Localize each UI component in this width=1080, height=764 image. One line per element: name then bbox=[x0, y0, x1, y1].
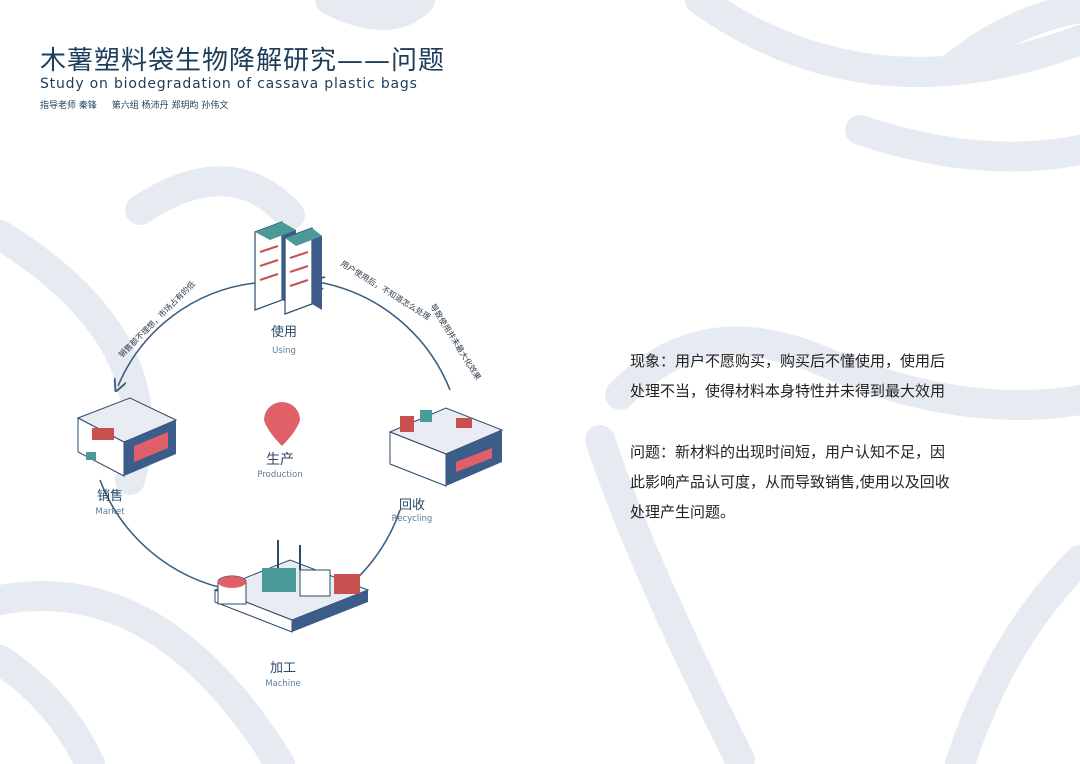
phenomenon-paragraph: 现象：用户不愿购买，购买后不懂使用，使用后 处理不当，使得材料本身特性并未得到最… bbox=[630, 346, 1010, 406]
node-sublabel-using: Using bbox=[272, 346, 296, 356]
node-label-market: 销售 bbox=[97, 488, 123, 504]
page-subtitle: Study on biodegradation of cassava plast… bbox=[40, 76, 418, 92]
store-icon bbox=[76, 397, 178, 477]
node-label-recycling: 回收 bbox=[399, 498, 425, 513]
phenomenon-line: 现象：用户不愿购买，购买后不懂使用，使用后 bbox=[630, 352, 946, 370]
arc-label-right-1: 用户使用后，不知道怎么处理 bbox=[339, 258, 432, 322]
arc-market-to-machine bbox=[99, 479, 233, 591]
recycling-facility-icon bbox=[388, 407, 504, 487]
phenomenon-line: 处理不当，使得材料本身特性并未得到最大效用 bbox=[630, 382, 946, 400]
arc-label-right-2: 导致使用并未最大化效果 bbox=[428, 302, 483, 382]
node-sublabel-machine: Machine bbox=[265, 679, 301, 689]
cycle-ring bbox=[99, 282, 451, 601]
problem-line: 处理产生问题。 bbox=[630, 503, 736, 521]
center-sublabel: Production bbox=[257, 470, 302, 480]
problem-paragraph: 问题：新材料的出现时间短，用户认知不足，因 此影响产品认可度，从而导致销售,使用… bbox=[630, 437, 1010, 527]
center-label: 生产 bbox=[266, 452, 294, 468]
group-credit: 第六组 杨沛丹 郑玥昀 孙伟文 bbox=[111, 101, 229, 111]
credits: 指导老师 秦锋 第六组 杨沛丹 郑玥昀 孙伟文 bbox=[40, 98, 228, 111]
node-sublabel-recycling: Recycling bbox=[392, 514, 433, 524]
node-label-using: 使用 bbox=[271, 324, 297, 340]
problem-line: 问题：新材料的出现时间短，用户认知不足，因 bbox=[630, 443, 946, 461]
node-label-machine: 加工 bbox=[270, 661, 296, 676]
problem-line: 此影响产品认可度，从而导致销售,使用以及回收 bbox=[630, 473, 950, 491]
building-icon bbox=[254, 221, 322, 315]
node-sublabel-market: Market bbox=[95, 507, 125, 517]
arc-label-left: 销售额不理想，市场占有的低 bbox=[116, 279, 197, 360]
arrow-using-to-market bbox=[118, 282, 256, 386]
page-title: 木薯塑料袋生物降解研究——问题 bbox=[40, 46, 446, 76]
arrow-recycling-to-using bbox=[318, 282, 451, 391]
advisor-credit: 指导老师 秦锋 bbox=[40, 101, 97, 111]
factory-icon bbox=[213, 540, 370, 633]
location-pin-icon bbox=[264, 401, 300, 446]
